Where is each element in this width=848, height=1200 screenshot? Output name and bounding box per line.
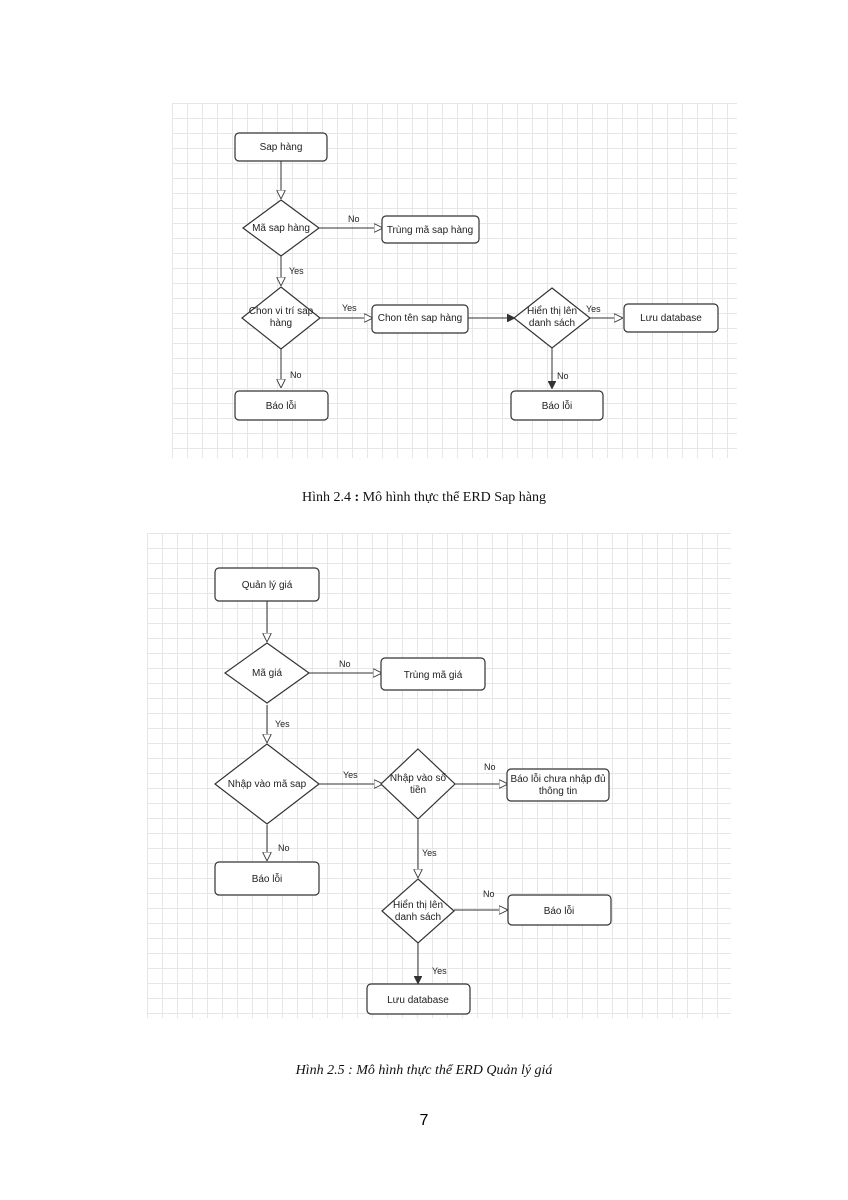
node-decision-display-label-1: Hiển thị lên (527, 305, 577, 317)
figure-caption-1-separator: : (350, 490, 363, 505)
edge-label-yes-3: Yes (422, 848, 437, 858)
edge-label-yes-3: Yes (586, 304, 601, 314)
node-decision-display-label-2: danh sách (529, 318, 575, 329)
node-start (214, 567, 320, 602)
flowchart-price-svg: Quản lý giá Mã giá Trùng mã giá Nhập vào… (214, 567, 612, 1015)
node-save-database (623, 303, 719, 333)
figure-stall-flowchart: Sap hàng Mã sap hàng Trùng mã sap hàng C… (172, 103, 737, 458)
edge-label-yes-2: Yes (342, 303, 357, 313)
edge-label-no-2: No (290, 370, 302, 380)
node-error-left-label: Báo lỗi (266, 399, 297, 412)
node-decision-stall-label: Nhập vào mã sap (228, 779, 307, 790)
node-decision-code (223, 642, 311, 704)
edge-label-yes-2: Yes (343, 770, 358, 780)
node-decision-position (241, 286, 321, 350)
node-decision-amount (380, 748, 456, 820)
node-decision-display (381, 878, 455, 944)
node-decision-stall (214, 743, 320, 825)
edge-label-yes-1: Yes (275, 719, 290, 729)
edge-label-no-4: No (483, 889, 495, 899)
node-start-label: Quản lý giá (242, 580, 293, 591)
edge-label-no-1: No (339, 659, 351, 669)
figure-caption-2: Hình 2.5 : Mô hình thực thể ERD Quản lý … (295, 1063, 553, 1078)
figure-caption-1-prefix: Hình 2.4 (301, 490, 351, 505)
node-missing-info-label-2: thông tin (539, 786, 577, 797)
flowchart-stall-svg: Sap hàng Mã sap hàng Trùng mã sap hàng C… (234, 132, 719, 421)
node-decision-position-label-2: hàng (270, 318, 292, 329)
node-error-right (507, 894, 612, 926)
edge-label-no-3: No (557, 371, 569, 381)
node-missing-info (506, 768, 610, 802)
node-decision-code-label: Mã giá (252, 668, 282, 679)
figure-price-flowchart: Quản lý giá Mã giá Trùng mã giá Nhập vào… (147, 533, 731, 1018)
node-duplicate-code-label: Trùng mã giá (404, 670, 463, 681)
node-decision-code-label: Mã sap hàng (252, 223, 310, 234)
edge-label-no-2: No (484, 762, 496, 772)
figure-caption-1-text: Mô hình thực thể ERD Sap hàng (362, 490, 547, 505)
node-choose-name-label: Chon tên sap hàng (378, 313, 463, 324)
edge-label-yes-4: Yes (432, 966, 447, 976)
node-error-left (234, 390, 329, 421)
node-save-database-label: Lưu database (640, 313, 702, 324)
page-number: 7 (419, 1112, 429, 1129)
node-save-database (366, 983, 471, 1015)
node-decision-code (241, 199, 321, 257)
node-decision-amount-label-1: Nhập vào số (390, 772, 447, 784)
node-decision-position-label-1: Chon vi trí sap (249, 306, 314, 317)
edge-label-no-1: No (348, 214, 360, 224)
node-decision-display-label-2: danh sách (395, 912, 441, 923)
node-error-right-label: Báo lỗi (542, 399, 573, 412)
node-error-left-label: Báo lỗi (252, 872, 283, 885)
node-error-left (214, 861, 320, 896)
edge-label-no-3: No (278, 843, 290, 853)
node-duplicate-code (381, 215, 480, 244)
node-save-database-label: Lưu database (387, 995, 449, 1006)
node-start (234, 132, 328, 162)
figure-caption-1: Hình 2.4 : Mô hình thực thể ERD Sap hàng (0, 490, 848, 506)
node-duplicate-code (380, 657, 486, 691)
edge-label-yes-1: Yes (289, 266, 304, 276)
node-decision-display-label-1: Hiển thị lên (393, 899, 443, 911)
node-choose-name (371, 304, 469, 334)
node-decision-display (513, 287, 591, 349)
node-missing-info-label-1: Báo lỗi chưa nhập đủ (510, 772, 605, 785)
node-start-label: Sap hàng (260, 142, 303, 153)
node-error-right (510, 390, 604, 421)
node-duplicate-code-label: Trùng mã sap hàng (387, 225, 473, 236)
node-decision-amount-label-2: tiền (410, 784, 426, 796)
node-error-right-label: Báo lỗi (544, 904, 575, 917)
